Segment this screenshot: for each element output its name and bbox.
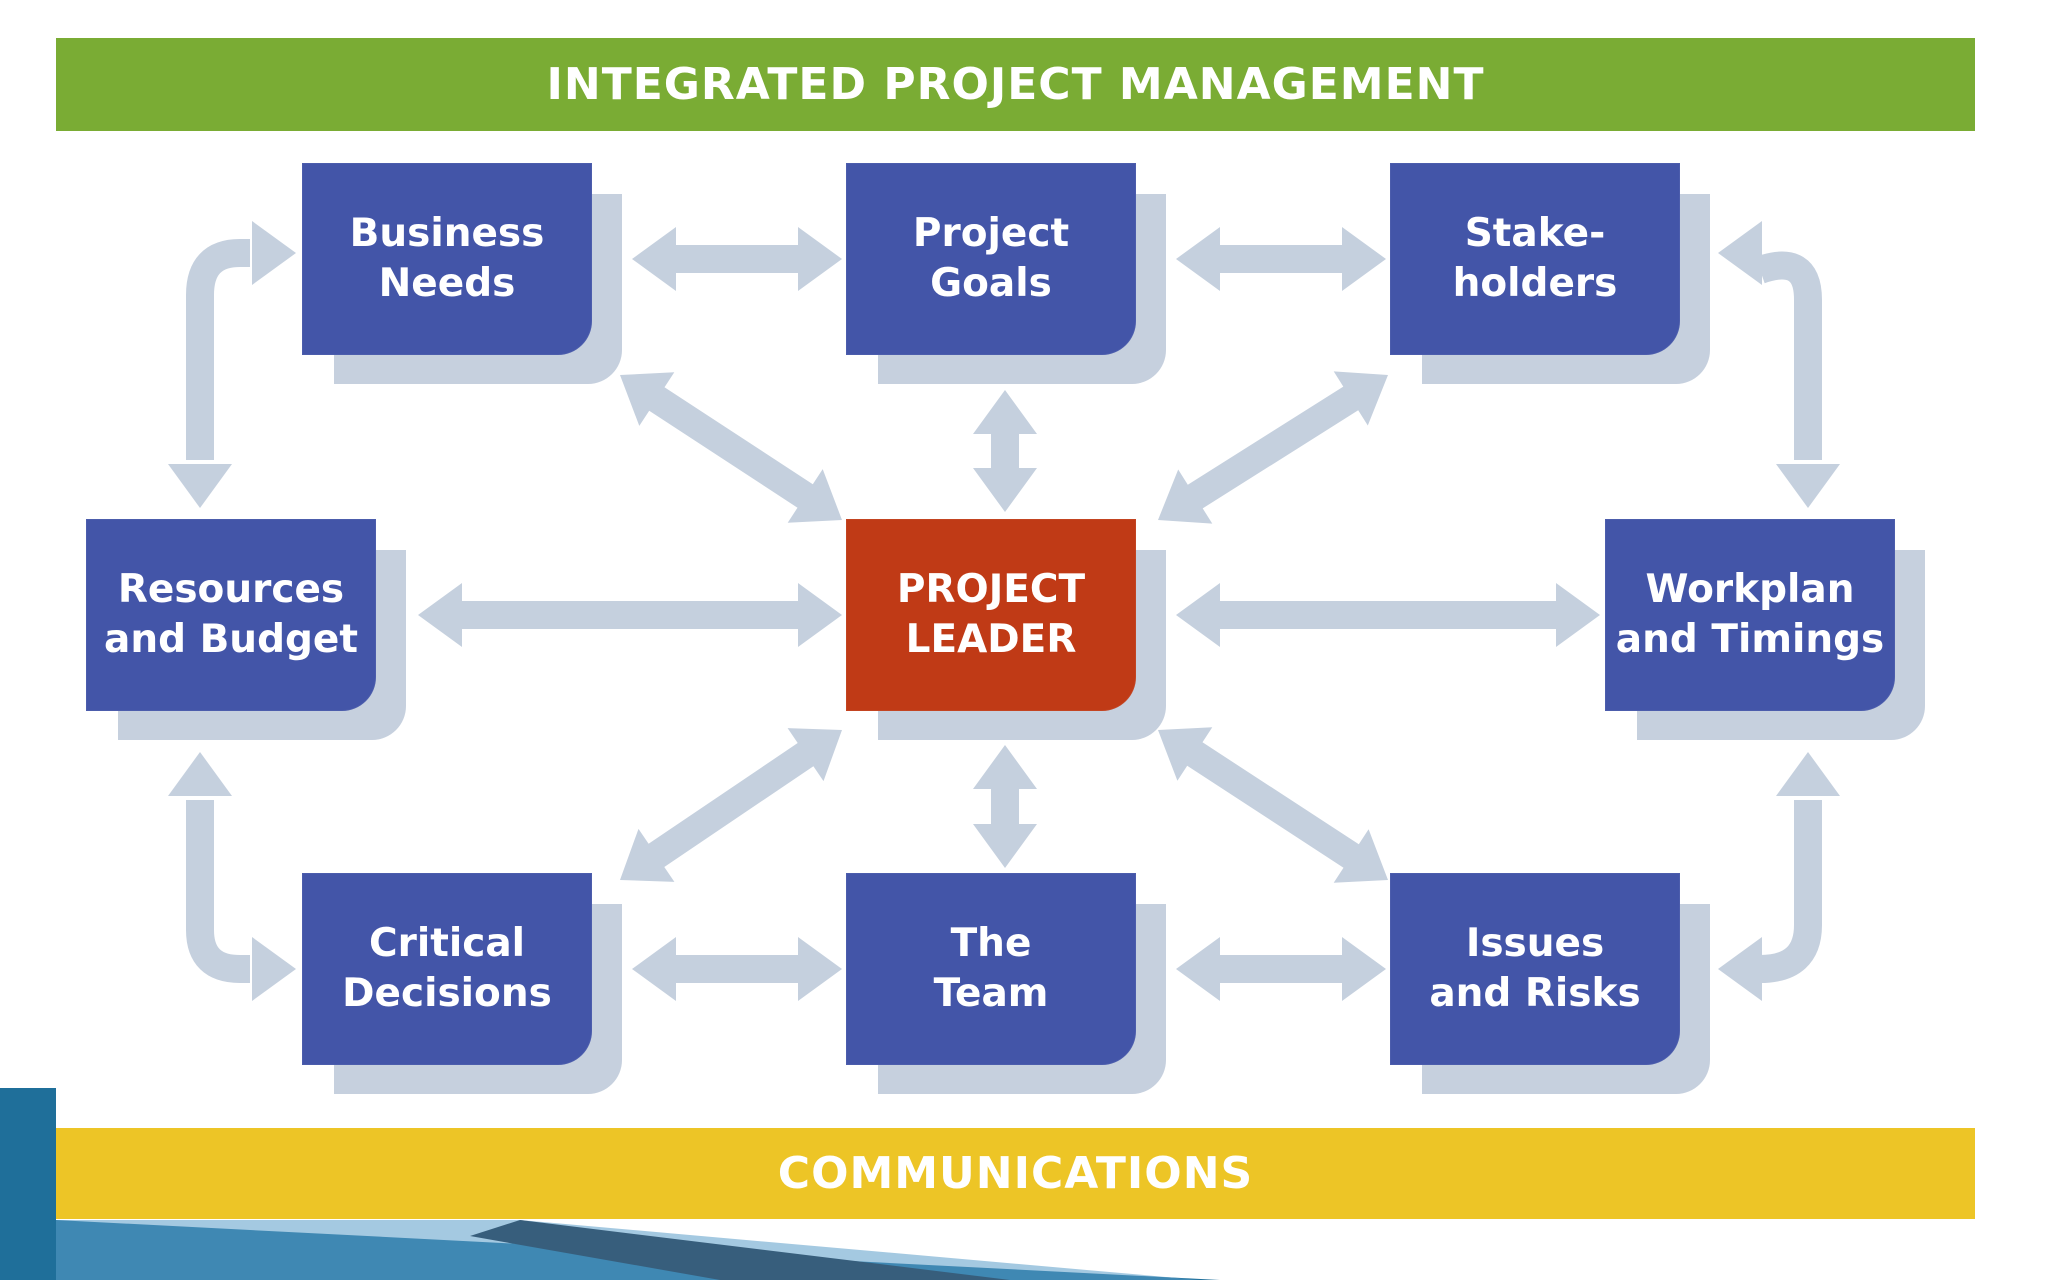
node-issues-risks: Issues and Risks: [1390, 873, 1680, 1065]
arrow-goals-leader: [973, 390, 1037, 512]
node-label: Critical Decisions: [342, 921, 552, 1016]
arrow-head: [1776, 752, 1840, 796]
arrow-leader-decisions: [620, 728, 842, 882]
node-project-goals: Project Goals: [846, 163, 1136, 355]
arrow-stakeholders-workplan: [1755, 251, 1822, 460]
arrow-leader-workplan: [1176, 583, 1600, 647]
decor-stripe-light: [56, 1220, 1200, 1280]
arrow-head: [1718, 221, 1762, 285]
node-label: Project Goals: [912, 211, 1070, 306]
arrow-head: [1776, 464, 1840, 508]
header-banner: INTEGRATED PROJECT MANAGEMENT: [56, 38, 1975, 131]
arrow-resources-decisions: [186, 800, 254, 983]
connector-arrows: [168, 221, 1840, 1001]
arrow-issues-workplan: [1759, 800, 1822, 983]
arrow-head: [168, 752, 232, 796]
arrow-head: [1718, 937, 1762, 1001]
node-label: Resources and Budget: [104, 567, 358, 662]
footer-banner: COMMUNICATIONS: [56, 1128, 1975, 1219]
node-label: Business Needs: [349, 211, 545, 306]
node-business-needs: Business Needs: [302, 163, 592, 355]
arrow-goals-stakeholders: [1176, 227, 1386, 291]
arrow-head: [252, 221, 296, 285]
arrow-head: [252, 937, 296, 1001]
arrow-team-issues: [1176, 937, 1386, 1001]
node-the-team: The Team: [846, 873, 1136, 1065]
node-label: Workplan and Timings: [1615, 567, 1885, 662]
node-label: Issues and Risks: [1429, 921, 1641, 1016]
arrow-business-leader: [620, 372, 842, 523]
arrow-head: [168, 464, 232, 508]
footer-title: COMMUNICATIONS: [777, 1148, 1254, 1199]
node-project-leader: PROJECT LEADER: [846, 519, 1136, 711]
arrow-resources-leader: [418, 583, 842, 647]
node-workplan-timings: Workplan and Timings: [1605, 519, 1895, 711]
node-label: The Team: [933, 921, 1049, 1016]
node-resources-budget: Resources and Budget: [86, 519, 376, 711]
arrow-stakeholders-leader: [1158, 371, 1388, 524]
node-stakeholders: Stake- holders: [1390, 163, 1680, 355]
node-label: PROJECT LEADER: [896, 567, 1086, 662]
arrow-leader-issues: [1158, 727, 1388, 883]
node-critical-decisions: Critical Decisions: [302, 873, 592, 1065]
arrow-leader-team: [973, 745, 1037, 868]
node-label: Stake- holders: [1452, 211, 1618, 306]
arrow-resources-business: [186, 239, 254, 460]
header-title: INTEGRATED PROJECT MANAGEMENT: [546, 59, 1485, 110]
arrow-business-goals: [632, 227, 842, 291]
arrow-decisions-team: [632, 937, 842, 1001]
